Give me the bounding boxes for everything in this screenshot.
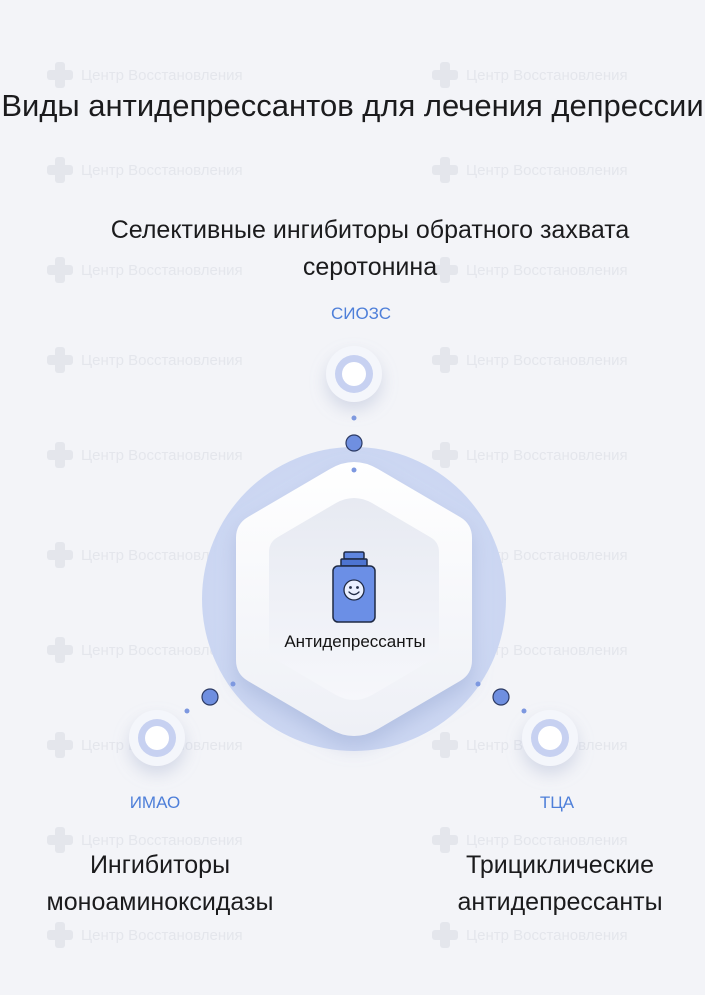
connector-bead — [201, 688, 219, 706]
center-label: Антидепрессанты — [284, 632, 426, 651]
connector-bead — [492, 688, 510, 706]
caption-ssri: Селективные ингибиторы обратного захвата… — [110, 216, 630, 281]
abbr-tca: ТЦА — [539, 793, 575, 812]
page-title: Виды антидепрессантов для лечения депрес… — [1, 87, 704, 123]
node-ssri — [326, 346, 382, 402]
node-tca — [522, 710, 578, 766]
connector-bead — [345, 434, 363, 452]
abbr-maoi: ИМАО — [129, 793, 181, 812]
caption-tca: Трициклические антидепрессанты — [457, 851, 663, 916]
connector-dot — [351, 467, 357, 473]
connector-dot — [351, 415, 357, 421]
medicine-bottle-smiley-icon — [332, 551, 376, 623]
abbr-ssri: СИОЗС — [330, 304, 392, 323]
connector-dot — [475, 681, 481, 687]
node-maoi — [129, 710, 185, 766]
caption-maoi: Ингибиторы моноаминоксидазы — [46, 851, 274, 916]
connector-dot — [230, 681, 236, 687]
connector-dot — [184, 708, 190, 714]
connector-dot — [521, 708, 527, 714]
